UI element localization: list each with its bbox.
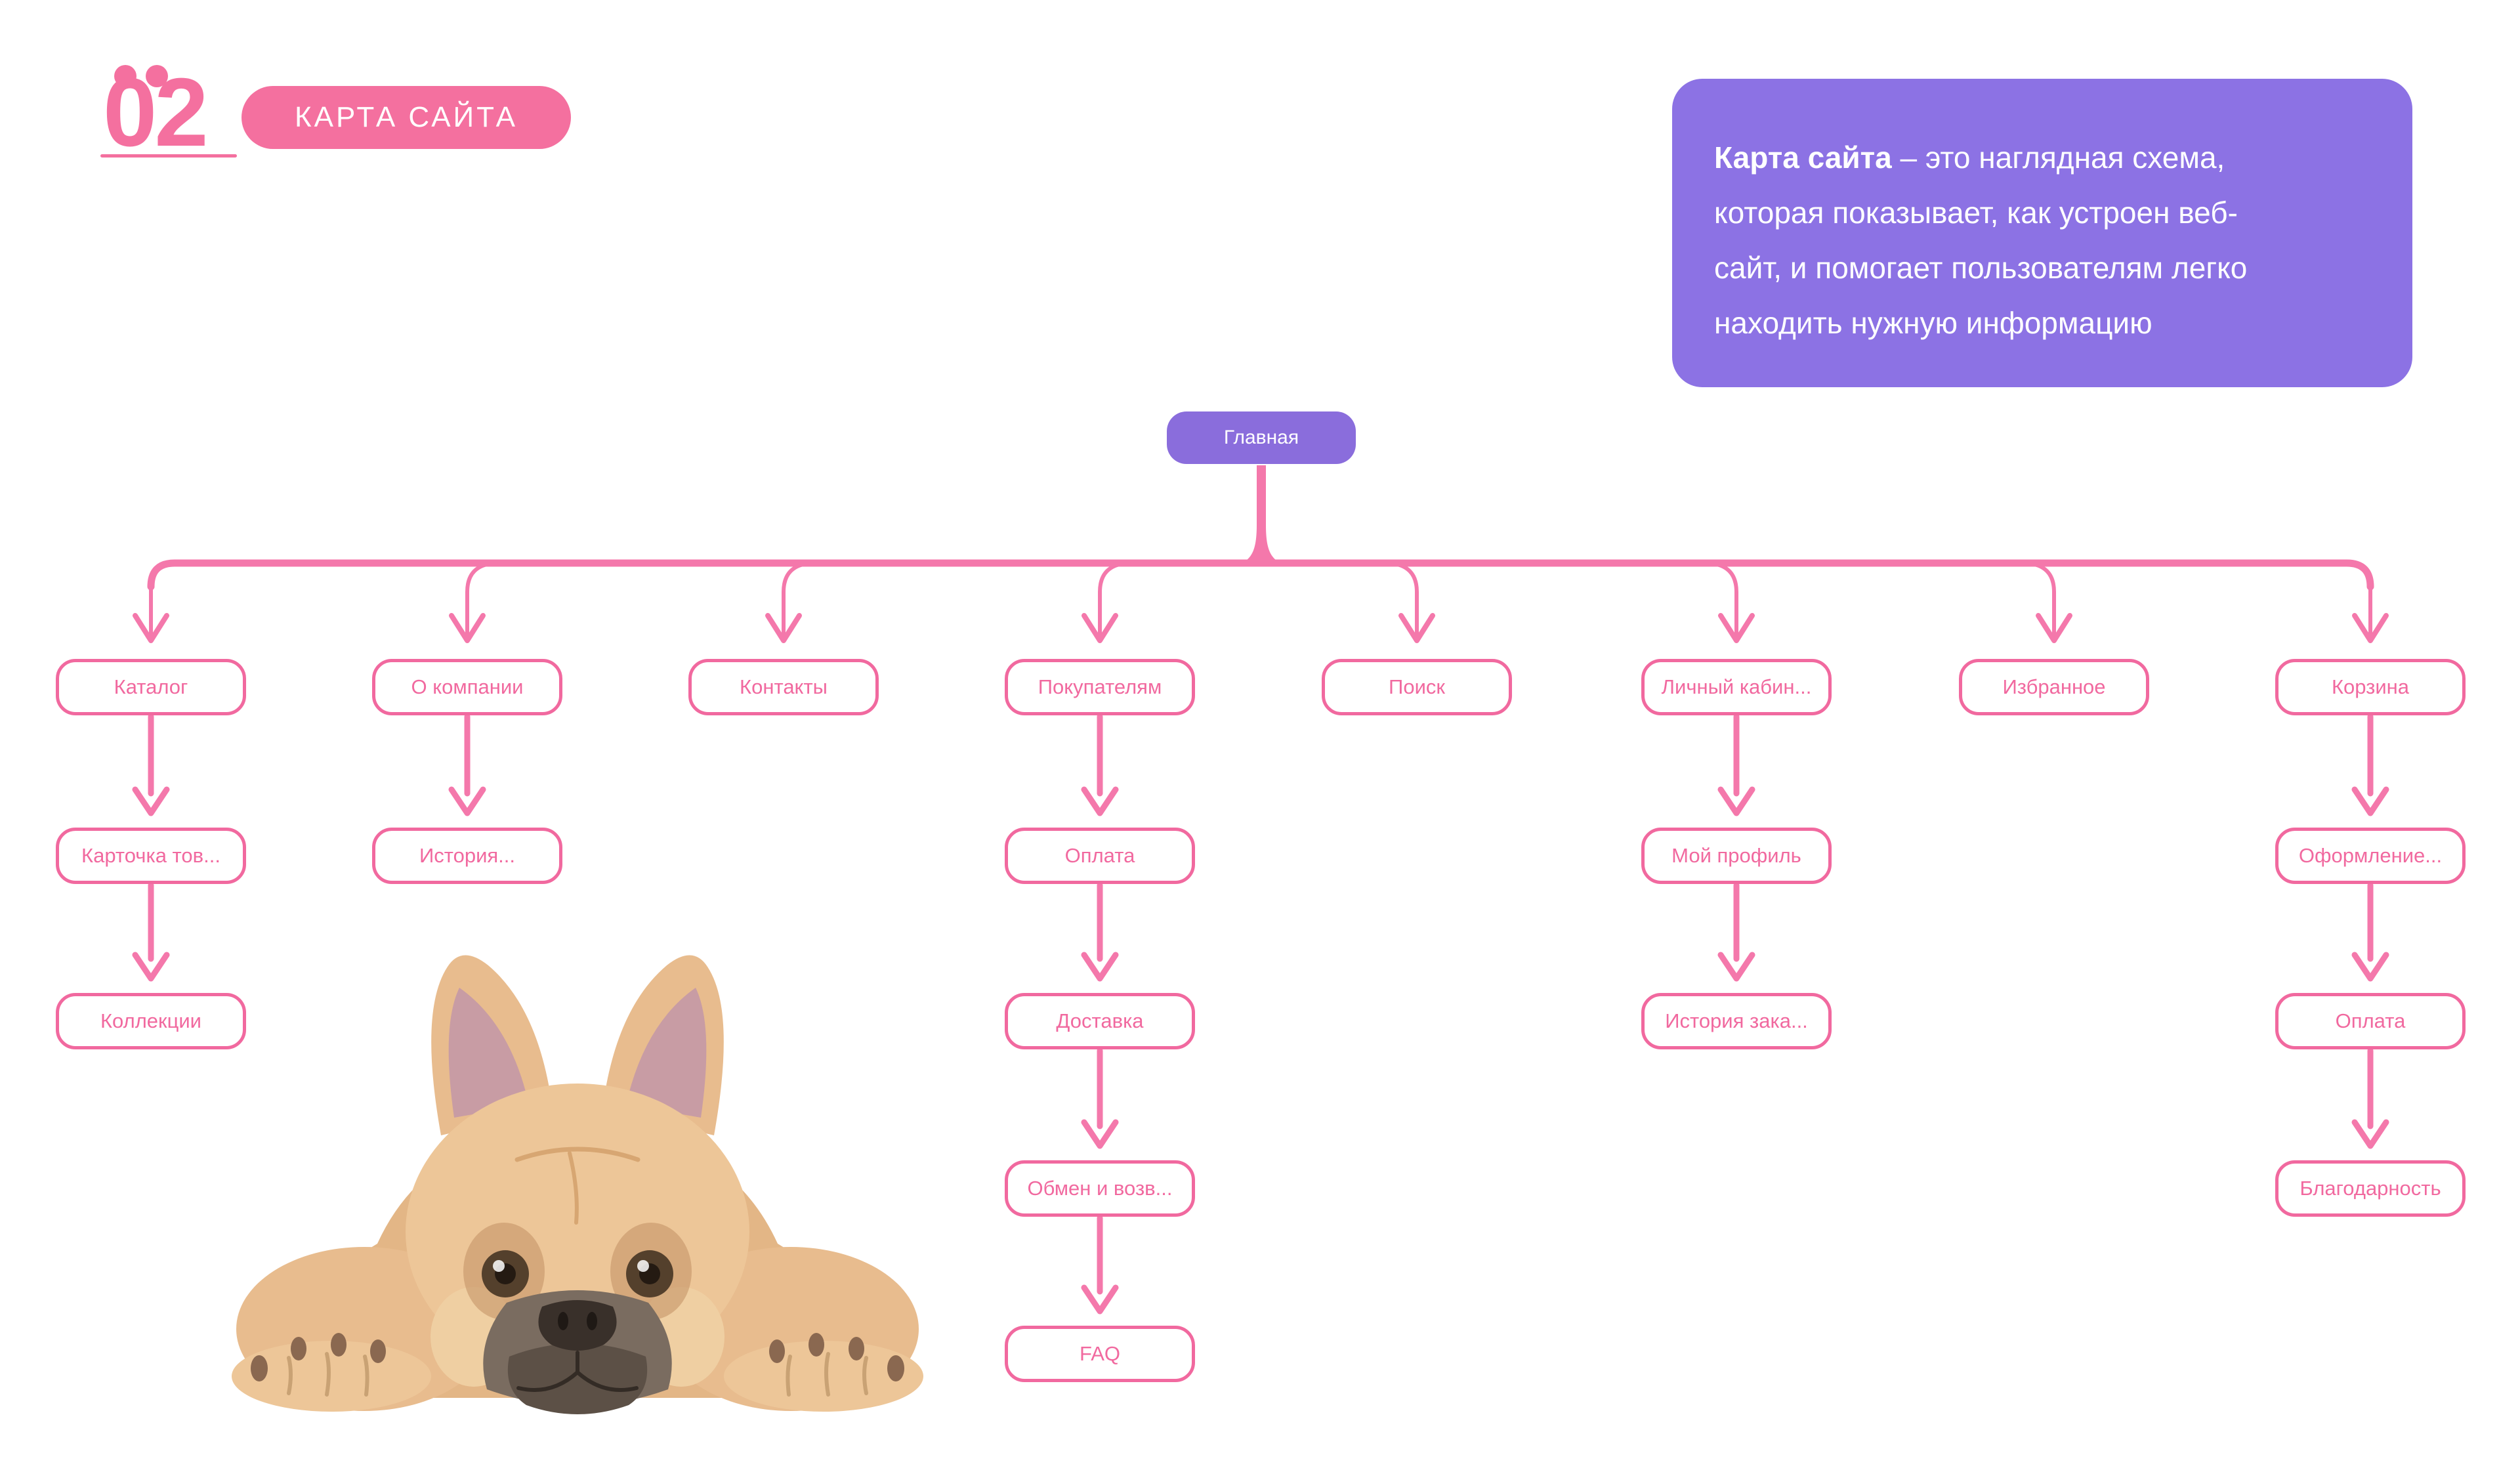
node-account: Личный кабин... (1641, 659, 1832, 715)
bear-ear-icon (146, 65, 168, 87)
node-home: Главная (1167, 411, 1356, 464)
node-collections: Коллекции (56, 993, 246, 1049)
node-cart-payment: Оплата (2275, 993, 2466, 1049)
node-contacts: Контакты (688, 659, 879, 715)
node-catalog: Каталог (56, 659, 246, 715)
section-number-logo: 02 (100, 58, 237, 162)
node-favorites: Избранное (1959, 659, 2149, 715)
node-about: О компании (372, 659, 562, 715)
bear-ear-icon (114, 65, 136, 87)
info-line: которая показывает, как устроен веб- (1714, 196, 2238, 230)
info-box: Карта сайта – это наглядная схема, котор… (1672, 79, 2412, 387)
info-line: сайт, и помогает пользователям легко (1714, 251, 2248, 285)
section-number: 02 (103, 58, 206, 162)
node-thanks: Благодарность (2275, 1160, 2466, 1217)
info-line: Карта сайта – это наглядная схема, (1714, 130, 2373, 185)
node-order-history: История зака... (1641, 993, 1832, 1049)
node-faq: FAQ (1005, 1326, 1195, 1382)
info-title: Карта сайта (1714, 140, 1892, 175)
logo-underline (100, 154, 237, 158)
section-title-label: КАРТА САЙТА (295, 101, 518, 133)
node-delivery: Доставка (1005, 993, 1195, 1049)
node-cart: Корзина (2275, 659, 2466, 715)
info-line: находить нужную информацию (1714, 306, 2152, 340)
node-payment: Оплата (1005, 828, 1195, 884)
french-bulldog-photo (232, 955, 923, 1414)
info-text: – это наглядная схема, (1891, 140, 2225, 175)
node-exchange: Обмен и возв... (1005, 1160, 1195, 1217)
node-buyers: Покупателям (1005, 659, 1195, 715)
node-product-card: Карточка тов... (56, 828, 246, 884)
node-history: История... (372, 828, 562, 884)
node-profile: Мой профиль (1641, 828, 1832, 884)
node-search: Поиск (1322, 659, 1512, 715)
section-title-badge: КАРТА САЙТА (242, 86, 571, 149)
node-checkout: Оформление... (2275, 828, 2466, 884)
